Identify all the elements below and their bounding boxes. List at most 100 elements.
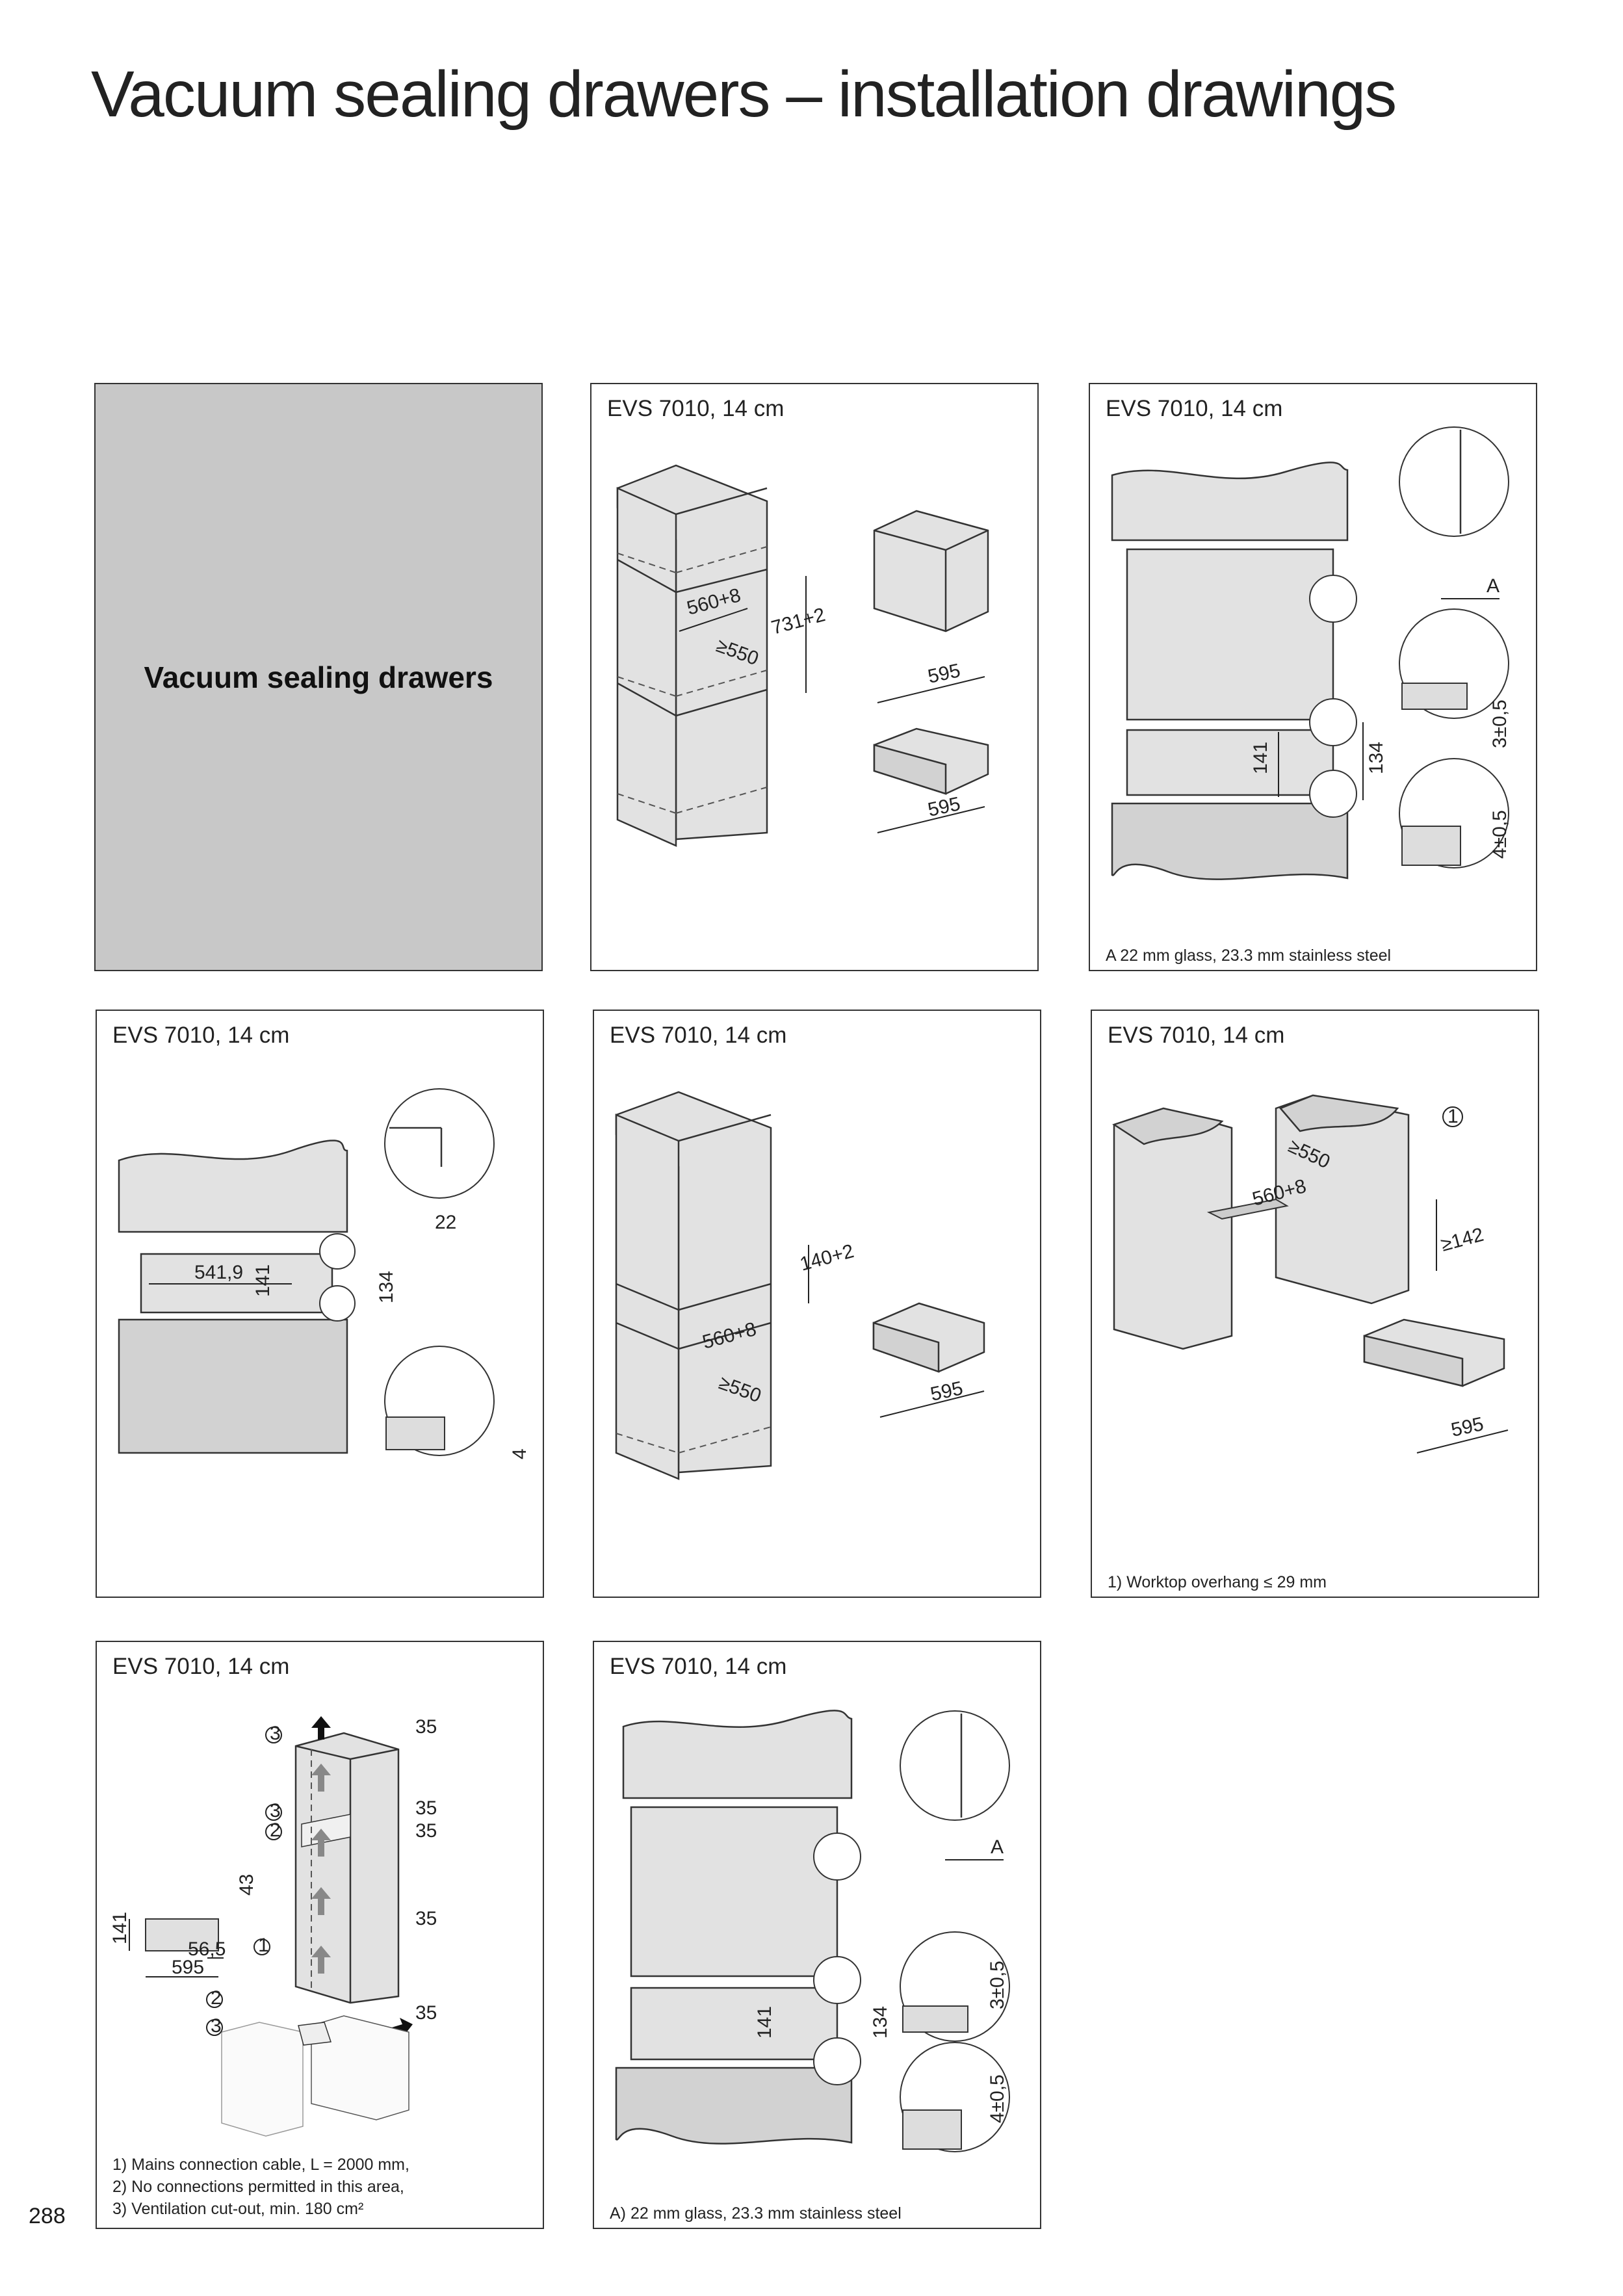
section-label: Vacuum sealing drawers <box>144 660 493 694</box>
dim-35: 35 <box>415 1716 437 1738</box>
drawing-line <box>675 546 768 573</box>
page-number: 288 <box>29 2204 66 2228</box>
drawing-line <box>945 529 989 551</box>
tall-cabinet <box>615 1091 772 1480</box>
dim-43: 43 <box>236 1874 257 1896</box>
panel-heading: EVS 7010, 14 cm <box>112 1654 290 1679</box>
panel-heading: EVS 7010, 14 cm <box>607 396 785 421</box>
upper-cabinet <box>118 1140 348 1233</box>
drawing-line <box>617 682 677 717</box>
drawing-panel-front-elevation: EVS 7010, 14 cm 141 134 A 3±0,5 4±0,5 A … <box>1089 383 1537 971</box>
dim-56-5: 56,5 <box>188 1938 226 1960</box>
section-label-panel: Vacuum sealing drawers <box>94 383 543 971</box>
dim-4: 4 <box>509 1448 530 1459</box>
detail-marker <box>813 1956 861 2004</box>
drawing-line <box>311 1946 331 1974</box>
callout-2-label: 2 <box>211 1987 222 2009</box>
callout-3-label: 3 <box>270 1723 281 1744</box>
oven-appliance <box>873 510 989 633</box>
drawer-front <box>1126 729 1334 796</box>
drawing-line <box>675 487 768 515</box>
callout-3-label: 3 <box>270 1800 281 1821</box>
right-worktop <box>1279 1094 1399 1132</box>
drawing-line <box>265 1804 282 1821</box>
drawing-line <box>311 1887 331 1915</box>
footnote-2: 2) No connections permitted in this area… <box>112 2178 404 2196</box>
drawing-line <box>678 1426 772 1454</box>
drawing-line <box>873 510 989 633</box>
dim-141: 141 <box>754 2006 775 2039</box>
dim-22: 22 <box>435 1212 456 1233</box>
drawing-line <box>1401 826 1461 866</box>
drawing-line <box>879 1390 985 1418</box>
drawing-line <box>877 806 985 833</box>
drawing-line <box>675 568 768 594</box>
detail-marker <box>1309 770 1357 818</box>
drawing-line <box>298 2022 332 2046</box>
panel-heading: EVS 7010, 14 cm <box>1106 396 1283 421</box>
drawing-line <box>206 1991 223 2008</box>
dim-141: 141 <box>109 1912 131 1944</box>
drawing-panel-front-elevation-tall: EVS 7010, 14 cm 141 134 A 3±0,5 4±0,5 A)… <box>593 1641 1041 2229</box>
dim-niche-height: ≥142 <box>1438 1224 1486 1256</box>
callout-1 <box>1442 1106 1463 1127</box>
detail-circle-top <box>384 1088 495 1199</box>
under-worktop-drawing: 1 ≥550 560+8 ≥142 595 <box>1112 1094 1509 1454</box>
drawing-line <box>616 487 677 847</box>
appliance-door <box>1126 548 1334 721</box>
detail-marker <box>1309 575 1357 623</box>
callout-1 <box>253 1938 270 1955</box>
dim-4-tolerance: 4±0,5 <box>987 2074 1008 2123</box>
drawing-line <box>221 2022 304 2137</box>
dim-35: 35 <box>415 1797 437 1819</box>
drawing-line <box>265 1823 282 1840</box>
dim-4-tolerance: 4±0,5 <box>1489 810 1511 859</box>
tall-cabinet <box>294 1732 400 2004</box>
drawing-line <box>206 2019 223 2036</box>
drawer-side-view <box>145 1918 219 1951</box>
drawing-line <box>675 688 768 717</box>
dim-141: 141 <box>252 1264 274 1297</box>
dim-141: 141 <box>1250 742 1271 774</box>
dim-35: 35 <box>415 2002 437 2024</box>
callout-1-label: 1 <box>1448 1106 1459 1127</box>
dim-134: 134 <box>870 2006 891 2039</box>
drawing-line <box>902 2109 962 2150</box>
footnote-3: 3) Ventilation cut-out, min. 180 cm² <box>112 2200 364 2218</box>
drawing-line <box>873 744 947 795</box>
drawing-line <box>350 1748 399 1760</box>
section-drawing: 541,9 141 134 22 4 <box>118 1088 530 1459</box>
vacuum-drawer <box>873 727 989 795</box>
drawing-line <box>902 2005 968 2033</box>
footnote: 1) Worktop overhang ≤ 29 mm <box>1108 1573 1327 1591</box>
upper-cabinet <box>1111 462 1349 541</box>
panel-heading: EVS 7010, 14 cm <box>610 1023 787 1048</box>
front-elevation-drawing: 141 134 A 3±0,5 4±0,5 <box>1111 426 1511 880</box>
drawing-line <box>616 1322 679 1350</box>
detail-marker <box>1309 698 1357 746</box>
drawing-line <box>1363 1335 1464 1387</box>
drawing-panel-ventilation: EVS 7010, 14 cm 141 43 56,5 595 1 3 3 2 … <box>96 1641 544 2229</box>
callout-2-label: 2 <box>270 1820 281 1841</box>
base-cabinet <box>615 2067 853 2145</box>
drawing-line <box>311 2015 409 2120</box>
dim-a: A <box>991 1836 1004 1858</box>
drawing-line <box>877 676 985 703</box>
footnote: A 22 mm glass, 23.3 mm stainless steel <box>1106 946 1392 965</box>
drawing-line <box>311 1764 331 1792</box>
dim-niche-height: 731+2 <box>769 604 827 639</box>
drawing-line <box>675 787 768 814</box>
drawing-line <box>678 1283 772 1311</box>
page-title: Vacuum sealing drawers – installation dr… <box>91 58 1397 131</box>
callout-1-label: 1 <box>258 1935 269 1956</box>
front-elevation-tall-drawing: 141 134 A 3±0,5 4±0,5 <box>615 1710 1010 2152</box>
dim-drawer-width: 595 <box>929 1377 965 1405</box>
appliance-door <box>630 1806 838 1977</box>
base-cabinet <box>118 1318 348 1454</box>
panel-heading: EVS 7010, 14 cm <box>610 1654 787 1679</box>
tall-cabinet <box>616 464 768 847</box>
base-cabinet <box>1111 802 1349 880</box>
drawing-panel-under-worktop: EVS 7010, 14 cm 1 ≥550 560+8 ≥142 595 1)… <box>1091 1010 1539 1598</box>
drawing-line <box>294 1732 400 2004</box>
detail-circle-a <box>1399 426 1509 537</box>
